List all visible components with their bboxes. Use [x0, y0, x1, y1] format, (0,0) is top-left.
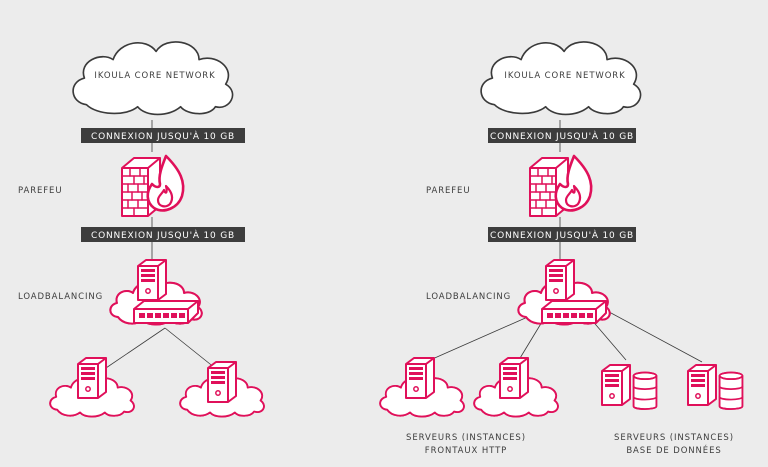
- connexion-bar-top: CONNEXION JUSQU'À 10 GB: [81, 128, 245, 143]
- database-icon: [718, 371, 744, 410]
- db-server-node-1: [600, 363, 658, 410]
- server-icon: [137, 259, 167, 301]
- http-servers-caption-line2: FRONTAUX HTTP: [425, 446, 507, 456]
- loadbalancing-label: LOADBALANCING: [426, 292, 511, 302]
- server-icon: [686, 363, 718, 407]
- connexion-bar-bottom-label: CONNEXION JUSQU'À 10 GB: [490, 229, 634, 241]
- firewall-label: PAREFEU: [426, 186, 470, 196]
- core-network-label: IKOULA CORE NETWORK: [94, 71, 215, 81]
- server-icon: [545, 259, 575, 301]
- server-node-left: [49, 357, 135, 418]
- load-balancer-group: [109, 259, 203, 326]
- loadbalancing-label: LOADBALANCING: [18, 292, 103, 302]
- server-icon: [600, 363, 632, 407]
- connexion-bar-bottom: CONNEXION JUSQU'À 10 GB: [81, 227, 245, 242]
- server-icon: [77, 357, 107, 399]
- switch-icon: [540, 299, 608, 325]
- load-balancer-group: [517, 259, 611, 326]
- server-icon: [405, 357, 435, 399]
- http-servers-caption-line1: SERVEURS (INSTANCES): [406, 433, 526, 443]
- firewall-icon: [120, 154, 185, 218]
- db-server-node-2: [686, 363, 744, 410]
- connexion-bar-top: CONNEXION JUSQU'À 10 GB: [488, 128, 636, 143]
- firewall-label: PAREFEU: [18, 186, 62, 196]
- right-diagram: IKOULA CORE NETWORK CONNEXION JUSQU'À 10…: [379, 41, 744, 456]
- database-icon: [632, 371, 658, 410]
- firewall-icon: [528, 154, 593, 218]
- connexion-bar-bottom-label: CONNEXION JUSQU'À 10 GB: [91, 229, 235, 241]
- server-icon: [499, 357, 529, 399]
- core-network-cloud: IKOULA CORE NETWORK: [480, 41, 642, 116]
- core-network-label: IKOULA CORE NETWORK: [504, 71, 625, 81]
- db-servers-caption-line2: BASE DE DONNÉES: [626, 444, 721, 456]
- left-diagram: IKOULA CORE NETWORK CONNEXION JUSQU'À 10…: [18, 41, 265, 418]
- core-network-cloud: IKOULA CORE NETWORK: [72, 41, 234, 116]
- connexion-bar-top-label: CONNEXION JUSQU'À 10 GB: [91, 130, 235, 142]
- switch-icon: [132, 299, 200, 325]
- server-node-right: [179, 361, 265, 418]
- connexion-bar-top-label: CONNEXION JUSQU'À 10 GB: [490, 130, 634, 142]
- http-server-node-1: [379, 357, 465, 418]
- db-servers-caption-line1: SERVEURS (INSTANCES): [614, 433, 734, 443]
- server-icon: [207, 361, 237, 403]
- connexion-bar-bottom: CONNEXION JUSQU'À 10 GB: [488, 227, 636, 242]
- http-server-node-2: [473, 357, 559, 418]
